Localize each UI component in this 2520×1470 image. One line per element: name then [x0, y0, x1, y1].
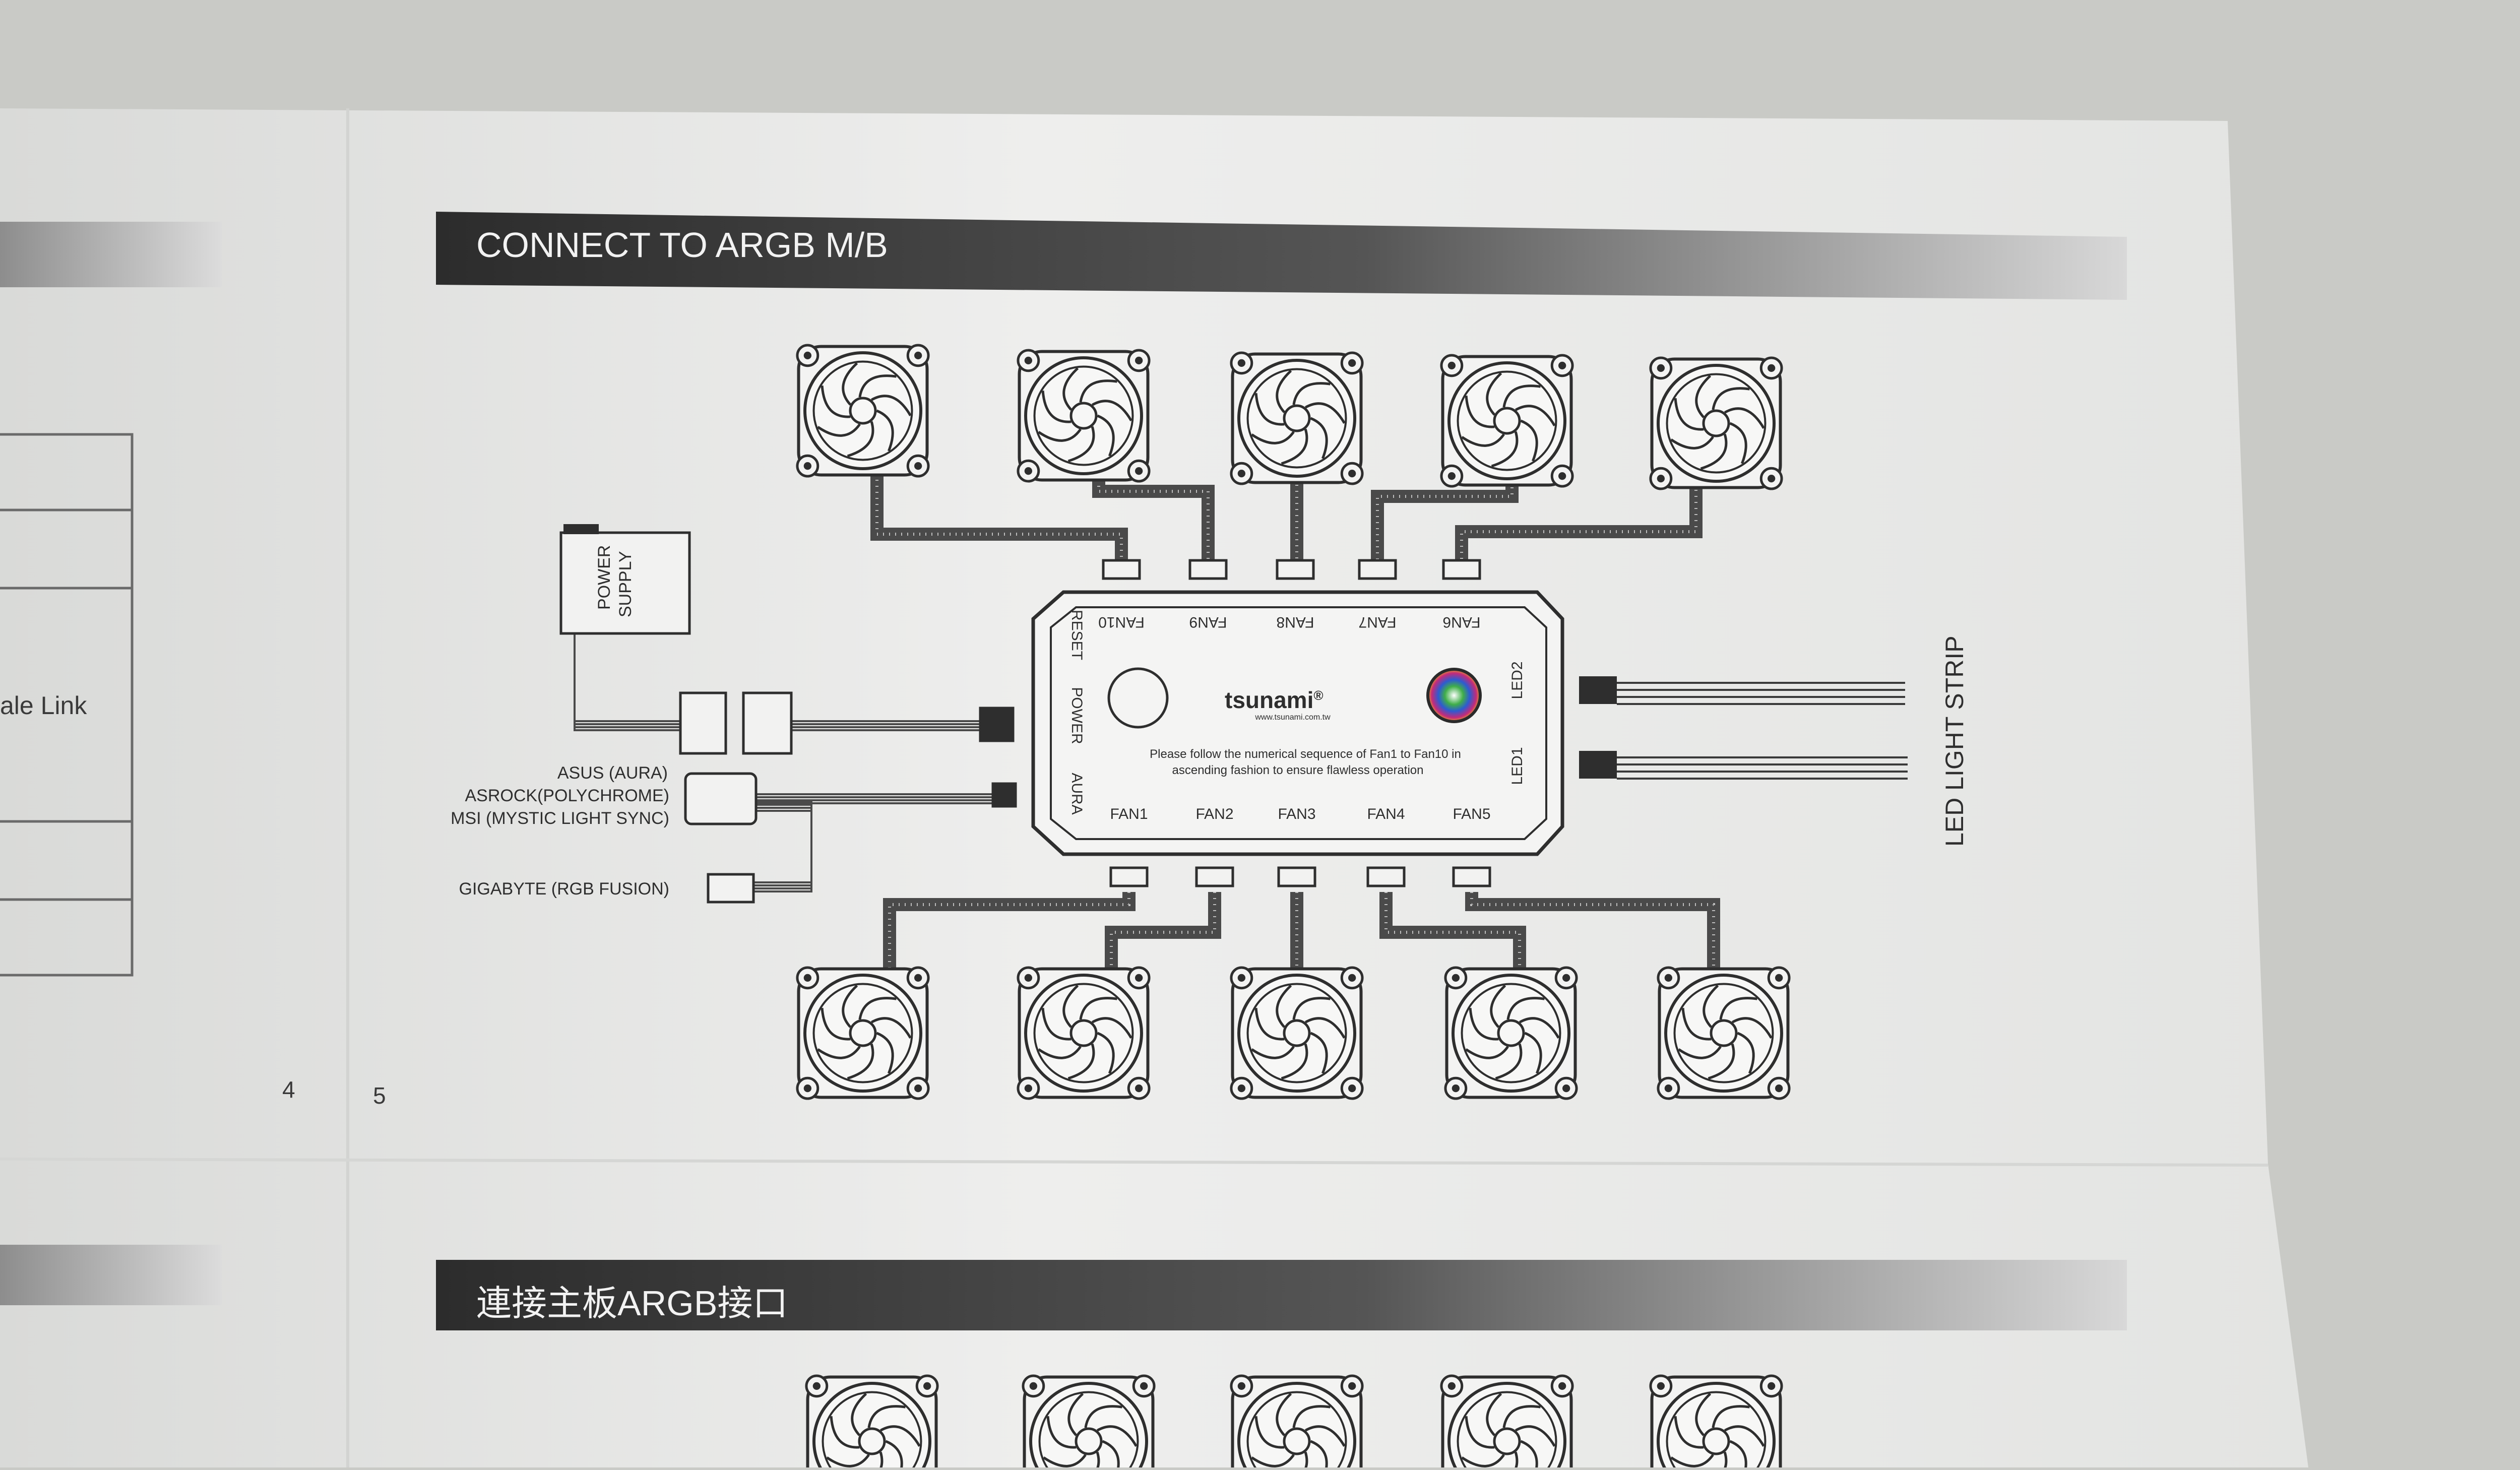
fan-connector: [1195, 866, 1234, 887]
page-number-right: 5: [373, 1082, 386, 1109]
instruction-line-2: ascending fashion to ensure flawless ope…: [1172, 763, 1424, 777]
fan-connector: [1366, 866, 1406, 887]
fan-icon: [1444, 966, 1578, 1100]
bottom-port-label: FAN1: [1110, 806, 1148, 822]
bottom-port-label: FAN3: [1278, 806, 1315, 822]
led-strip-label: LED LIGHT STRIP: [1940, 635, 1969, 847]
side-label: RESET: [1068, 610, 1085, 660]
fan-icon: [1649, 356, 1783, 490]
page-number-left: 4: [282, 1076, 295, 1103]
power-connectors: [679, 691, 1015, 755]
side-label: AURA: [1068, 773, 1085, 814]
instruction-line-1: Please follow the numerical sequence of …: [1150, 747, 1461, 761]
fan-icon: [1440, 354, 1574, 488]
fan-connector: [1277, 866, 1316, 887]
section-header-bar: [436, 212, 2127, 300]
left-page-header-2: [0, 1245, 222, 1305]
fan-cable: [1379, 892, 1526, 975]
fan-connector: [1276, 559, 1315, 580]
fan-icon: [1230, 351, 1364, 485]
section-header-bar-cn: [436, 1260, 2127, 1330]
fan-connector: [1358, 559, 1397, 580]
fan-icon: [805, 1374, 939, 1470]
cables: [574, 474, 1720, 975]
fan-cable-texture: [1470, 892, 1715, 975]
wire: [753, 810, 812, 892]
section-header-title-cn: 連接主板ARGB接口: [476, 1284, 788, 1323]
fans-bottom-preview: [805, 1374, 1783, 1470]
fan-icon: [1022, 1374, 1156, 1470]
fan-connector: [1102, 559, 1141, 580]
left-page-table: [0, 433, 134, 977]
brand-url: www.tsunami.com.tw: [1254, 713, 1331, 722]
power-supply-label-2: SUPPLY: [616, 551, 635, 617]
fan-controller-hub: tsunami® www.tsunami.com.tw Please follo…: [1031, 590, 1564, 856]
top-port-label: FAN6: [1442, 614, 1480, 630]
mb-label-asus: ASUS (AURA): [557, 763, 668, 783]
fan-cable-texture: [1097, 474, 1210, 564]
fan-icon: [796, 966, 930, 1100]
top-port-label: FAN10: [1098, 614, 1145, 630]
reset-button: [1107, 667, 1169, 729]
bottom-port-label: FAN5: [1453, 806, 1490, 822]
fan-connector: [1109, 866, 1149, 887]
fan-icon: [1017, 966, 1151, 1100]
brand-logo: tsunami®: [1225, 687, 1324, 713]
fan-cable: [1455, 484, 1703, 564]
rgb-logo-icon: [1426, 668, 1482, 723]
led-port-label: LED1: [1509, 747, 1526, 785]
top-port-label: FAN7: [1358, 614, 1396, 630]
fan-cable: [1105, 892, 1221, 975]
side-label: POWER: [1068, 687, 1085, 744]
led-light-strip: [1617, 682, 1908, 780]
argb-header-connector: [684, 772, 1017, 904]
fan-cable-texture: [875, 474, 1123, 564]
fan-icon: [1230, 966, 1364, 1100]
fans: [796, 344, 1791, 1100]
fan-icon: [1657, 966, 1791, 1100]
left-page-header: [0, 222, 222, 287]
fan-connector: [1452, 866, 1491, 887]
fan-icon: [1649, 1374, 1783, 1470]
paper-fold: [0, 1158, 2269, 1167]
bottom-port-label: FAN2: [1195, 806, 1233, 822]
fan-connector: [1188, 559, 1228, 580]
mb-label-asrock: ASROCK(POLYCHROME): [465, 786, 669, 805]
power-supply: POWER SUPPLY: [559, 524, 691, 635]
fan-icon: [1440, 1374, 1574, 1470]
section-header-title: CONNECT TO ARGB M/B: [476, 225, 888, 265]
power-supply-label-1: POWER: [595, 545, 614, 610]
wire: [574, 640, 680, 731]
fan-cable-texture: [888, 892, 1130, 975]
left-page-text: ale Link: [0, 691, 87, 720]
fan-icon: [1017, 349, 1151, 483]
bottom-port-label: FAN4: [1367, 806, 1405, 822]
top-port-label: FAN8: [1276, 614, 1314, 630]
fan-icon: [796, 344, 930, 478]
top-port-label: FAN9: [1189, 614, 1227, 630]
fan-cable: [1371, 481, 1519, 564]
led-port-label: LED2: [1509, 661, 1526, 699]
led-strip-connectors: [1579, 676, 1617, 779]
mb-label-msi: MSI (MYSTIC LIGHT SYNC): [451, 809, 669, 828]
fan-icon: [1230, 1374, 1364, 1470]
fan-connector: [1442, 559, 1481, 580]
mb-label-gigabyte: GIGABYTE (RGB FUSION): [459, 879, 669, 899]
